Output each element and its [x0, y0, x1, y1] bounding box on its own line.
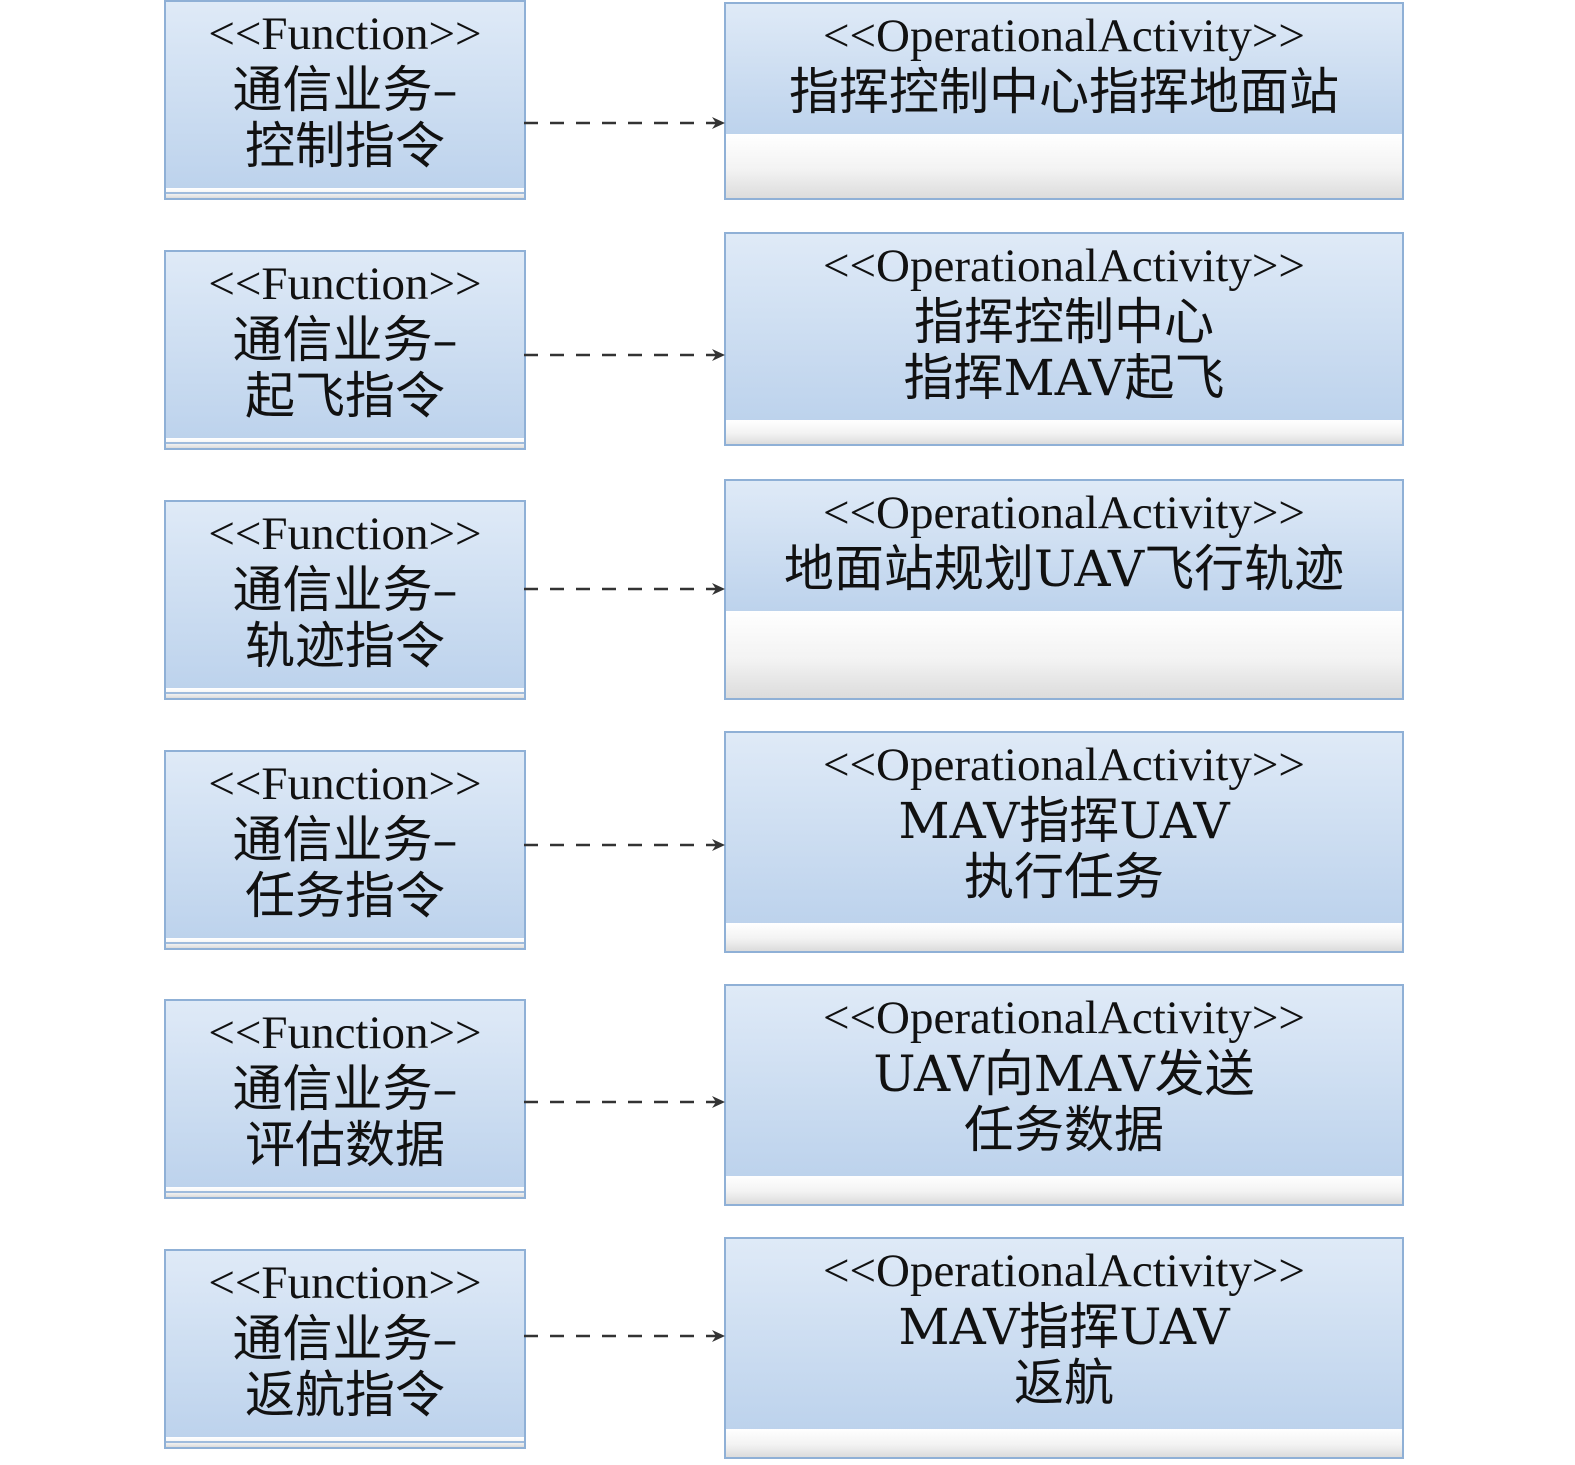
- activity-name-line1: UAV向MAV发送: [873, 1045, 1255, 1103]
- activity-box-6: <<OperationalActivity>> MAV指挥UAV 返航: [724, 1237, 1404, 1459]
- function-stereotype: <<Function>>: [208, 1007, 482, 1059]
- activity-box-2: <<OperationalActivity>> 指挥控制中心 指挥MAV起飞: [724, 232, 1404, 446]
- activity-stereotype: <<OperationalActivity>>: [823, 240, 1305, 292]
- function-box-4: <<Function>> 通信业务– 任务指令: [164, 750, 526, 950]
- activity-stereotype: <<OperationalActivity>>: [823, 1245, 1305, 1297]
- activity-name-line2: 任务数据: [964, 1101, 1164, 1159]
- function-text-3: <<Function>> 通信业务– 轨迹指令: [166, 502, 524, 674]
- activity-name-line1: 地面站规划UAV飞行轨迹: [783, 540, 1345, 598]
- function-name-line1: 通信业务–: [232, 1310, 458, 1368]
- activity-name-line1: MAV指挥UAV: [898, 792, 1230, 850]
- function-name-line1: 通信业务–: [232, 561, 458, 619]
- function-name-line2: 控制指令: [245, 117, 445, 175]
- activity-box-1: <<OperationalActivity>> 指挥控制中心指挥地面站: [724, 2, 1404, 200]
- activity-name-line2: 指挥MAV起飞: [903, 349, 1225, 407]
- activity-name-line2: 执行任务: [964, 848, 1164, 906]
- function-name-line2: 任务指令: [245, 867, 445, 925]
- activity-text-5: <<OperationalActivity>> UAV向MAV发送 任务数据: [726, 986, 1402, 1158]
- function-name-line1: 通信业务–: [232, 1060, 458, 1118]
- activity-name-line1: 指挥控制中心: [914, 293, 1214, 351]
- activity-text-2: <<OperationalActivity>> 指挥控制中心 指挥MAV起飞: [726, 234, 1402, 406]
- function-box-6: <<Function>> 通信业务– 返航指令: [164, 1249, 526, 1449]
- activity-box-5: <<OperationalActivity>> UAV向MAV发送 任务数据: [724, 984, 1404, 1206]
- function-stereotype: <<Function>>: [208, 1257, 482, 1309]
- activity-stereotype: <<OperationalActivity>>: [823, 992, 1305, 1044]
- function-text-2: <<Function>> 通信业务– 起飞指令: [166, 252, 524, 424]
- activity-stereotype: <<OperationalActivity>>: [823, 739, 1305, 791]
- function-text-1: <<Function>> 通信业务– 控制指令: [166, 2, 524, 174]
- activity-text-6: <<OperationalActivity>> MAV指挥UAV 返航: [726, 1239, 1402, 1411]
- function-stereotype: <<Function>>: [208, 758, 482, 810]
- activity-text-4: <<OperationalActivity>> MAV指挥UAV 执行任务: [726, 733, 1402, 905]
- function-box-3: <<Function>> 通信业务– 轨迹指令: [164, 500, 526, 700]
- function-name-line1: 通信业务–: [232, 61, 458, 119]
- function-stereotype: <<Function>>: [208, 258, 482, 310]
- function-stereotype: <<Function>>: [208, 508, 482, 560]
- function-name-line1: 通信业务–: [232, 311, 458, 369]
- function-name-line2: 轨迹指令: [245, 617, 445, 675]
- function-name-line1: 通信业务–: [232, 811, 458, 869]
- activity-text-1: <<OperationalActivity>> 指挥控制中心指挥地面站: [726, 4, 1402, 120]
- function-name-line2: 起飞指令: [245, 367, 445, 425]
- function-name-line2: 评估数据: [245, 1116, 445, 1174]
- activity-name-line1: MAV指挥UAV: [898, 1298, 1230, 1356]
- activity-name-line1: 指挥控制中心指挥地面站: [789, 63, 1339, 121]
- function-box-2: <<Function>> 通信业务– 起飞指令: [164, 250, 526, 450]
- function-text-4: <<Function>> 通信业务– 任务指令: [166, 752, 524, 924]
- function-stereotype: <<Function>>: [208, 8, 482, 60]
- function-box-1: <<Function>> 通信业务– 控制指令: [164, 0, 526, 200]
- activity-box-3: <<OperationalActivity>> 地面站规划UAV飞行轨迹: [724, 479, 1404, 700]
- activity-stereotype: <<OperationalActivity>>: [823, 487, 1305, 539]
- activity-stereotype: <<OperationalActivity>>: [823, 10, 1305, 62]
- function-text-6: <<Function>> 通信业务– 返航指令: [166, 1251, 524, 1423]
- activity-name-line2: 返航: [1014, 1354, 1114, 1412]
- function-box-5: <<Function>> 通信业务– 评估数据: [164, 999, 526, 1199]
- function-text-5: <<Function>> 通信业务– 评估数据: [166, 1001, 524, 1173]
- activity-box-4: <<OperationalActivity>> MAV指挥UAV 执行任务: [724, 731, 1404, 953]
- function-name-line2: 返航指令: [245, 1366, 445, 1424]
- activity-text-3: <<OperationalActivity>> 地面站规划UAV飞行轨迹: [726, 481, 1402, 597]
